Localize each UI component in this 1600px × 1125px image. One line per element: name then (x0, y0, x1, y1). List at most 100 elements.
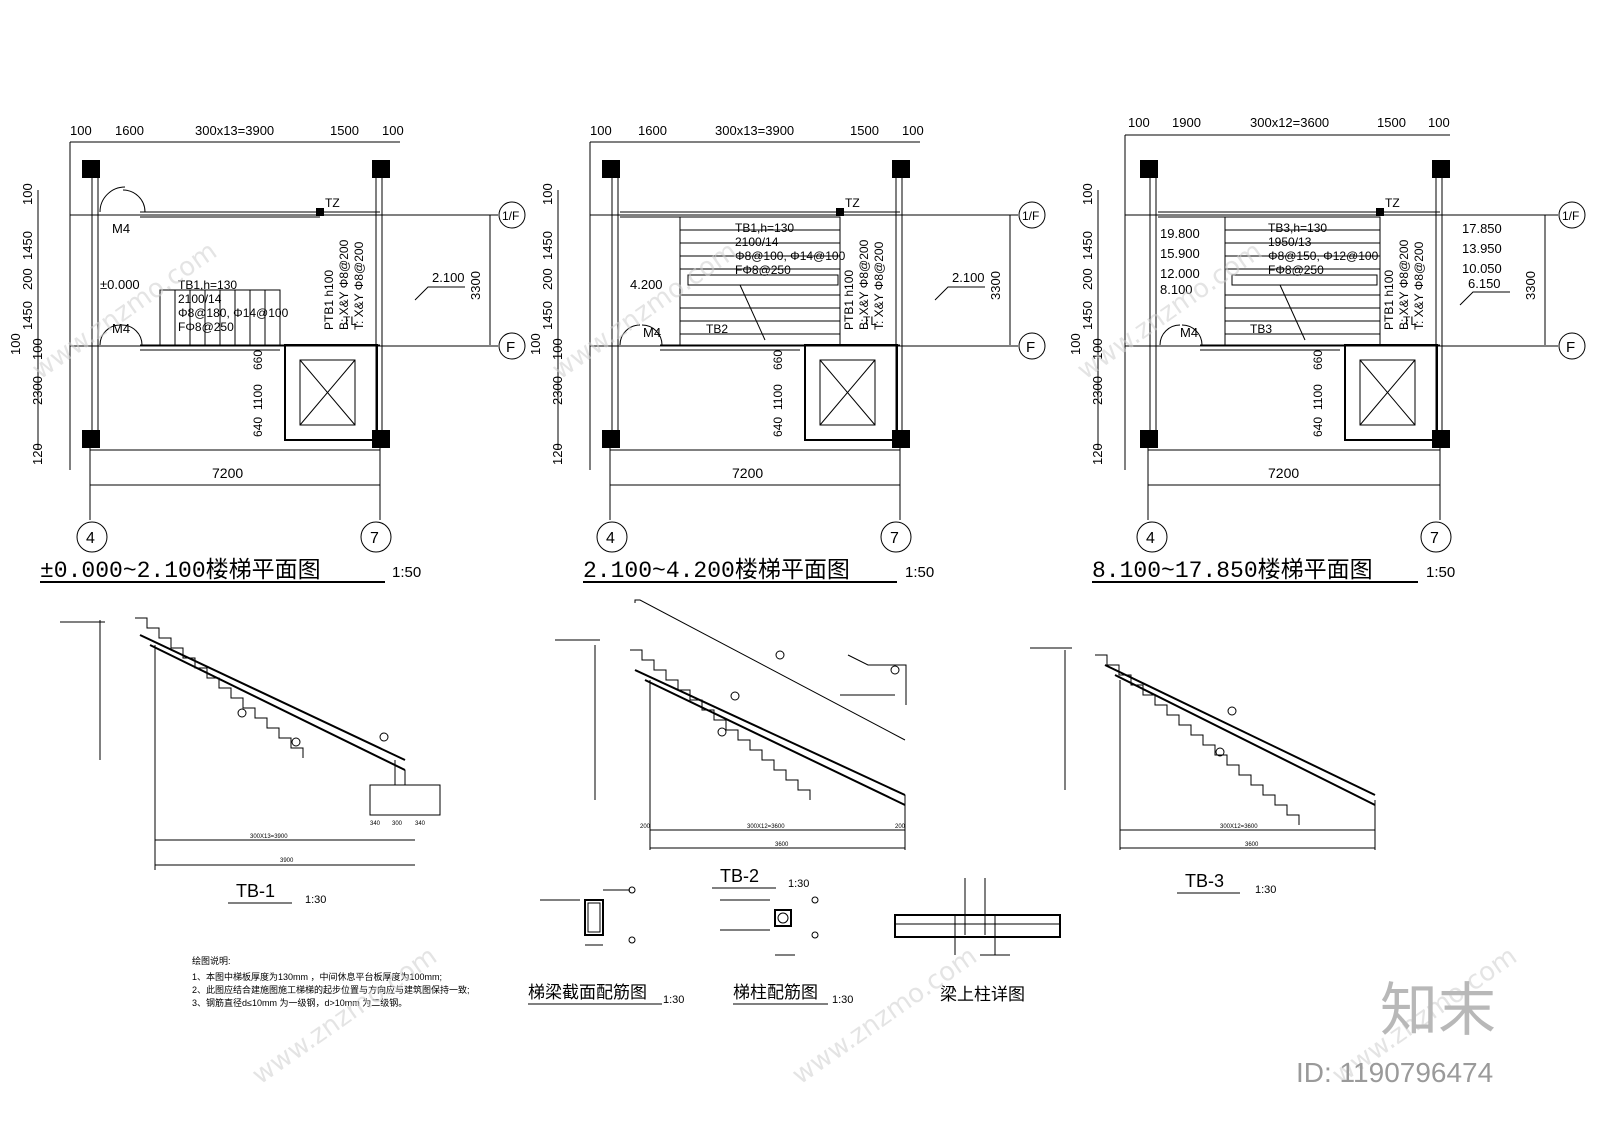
tb2-small-dim-1: 200 (640, 824, 651, 830)
plan2-axis-mid: F (1026, 339, 1035, 356)
section-tb-3: 300X12=3600 3600 TB-3 1:30 (1030, 647, 1376, 896)
plan1-top-dim-2: 1600 (115, 123, 144, 138)
plan2-axis-top: 1/F (1022, 209, 1039, 223)
plan1-left-dim-8: 120 (30, 443, 45, 465)
watermark-site: www.znzmo.com (247, 941, 443, 1091)
plan3-right-dim: 3300 (1523, 271, 1538, 300)
plan2-tb-tag: TB2 (706, 322, 728, 336)
plan2-ptb-note-2: B: X&Y Φ8@200 (857, 239, 871, 330)
plan3-tb-note-2: 1950/13 (1268, 235, 1312, 249)
plan2-tb-note-2: 2100/14 (735, 235, 779, 249)
plan3-left-dim-8: 120 (1090, 443, 1105, 465)
plan-3: 100 1900 300x12=3600 1500 100 19.800 15.… (1068, 115, 1586, 584)
tb1-scale: 1:30 (305, 894, 326, 906)
section-tb-1: 300X13=3900 3900 340 300 340 TB-1 1:30 (60, 617, 441, 906)
tb2-scale: 1:30 (788, 878, 809, 890)
plan1-column (82, 160, 100, 178)
plan3-elev-left-1: 19.800 (1160, 226, 1200, 241)
plan2-axis-left: 4 (606, 530, 615, 547)
plan3-tz: TZ (1385, 196, 1400, 210)
plan1-column (372, 160, 390, 178)
plan3-left-dim-5: 100 (1068, 333, 1083, 355)
tb1-dim-1: 300X13=3900 (250, 834, 288, 840)
plan3-tl: TL (1403, 314, 1417, 328)
plan3-ptb-note-1: PTB1 h100 (1382, 270, 1396, 330)
section-tb-2: 300X12=3600 3600 200 200 TB-2 1:30 (555, 599, 907, 890)
plan2-tz: TZ (845, 196, 860, 210)
plan3-bottom-dim: 7200 (1268, 465, 1299, 481)
plan1-room-tag-1: M4 (112, 221, 130, 236)
detail-beam-section: 梯梁截面配筋图 1:30 (528, 886, 684, 1006)
plan3-scale: 1:50 (1426, 564, 1455, 581)
plan1-axis-mid: F (506, 339, 515, 356)
plan3-axis-top: 1/F (1562, 209, 1579, 223)
plan1-tl: TL (343, 314, 357, 328)
plan2-room-tag: M4 (643, 325, 661, 340)
plan1-top-dim-5: 100 (382, 123, 404, 138)
plan1-elev-left: ±0.000 (100, 277, 140, 292)
plan2-tl: TL (863, 314, 877, 328)
plan2-elev-left: 4.200 (630, 277, 663, 292)
plan1-column (82, 430, 100, 448)
tb1-small-dim-2: 300 (392, 821, 403, 827)
plan3-top-dim-5: 100 (1428, 115, 1450, 130)
plan1-scale: 1:50 (392, 564, 421, 581)
watermark-brand: 知末 (1380, 976, 1496, 1044)
plan2-top-dim-5: 100 (902, 123, 924, 138)
plan3-ptb-note-2: B: X&Y Φ8@200 (1397, 239, 1411, 330)
plan1-tb-note-3: Φ8@180, Φ14@100 (178, 306, 289, 320)
tb1-small-dim-1: 340 (370, 821, 381, 827)
plan2-elev-mid-2: 1100 (771, 384, 785, 410)
watermark-site: www.znzmo.com (787, 941, 983, 1091)
plan1-top-dim-4: 1500 (330, 123, 359, 138)
plan3-left-dim-1: 100 (1080, 183, 1095, 205)
tb2-dim-1: 300X12=3600 (747, 824, 785, 830)
plan1-left-dim-2: 1450 (20, 231, 35, 260)
plan2-ptb-note-1: PTB1 h100 (842, 270, 856, 330)
plan2-top-dim-2: 1600 (638, 123, 667, 138)
plan-2: 100 1600 300x13=3900 1500 100 TB1,h=130 … (528, 123, 1046, 584)
plan2-tb-note-4: FΦ8@250 (735, 263, 791, 277)
plan2-left-dim-4: 1450 (540, 301, 555, 330)
plan2-scale: 1:50 (905, 564, 934, 581)
notes-heading: 绘图说明: (192, 955, 231, 966)
plan3-tb-note-1: TB3,h=130 (1268, 221, 1327, 235)
plan3-tb-note-3: Φ8@150, Φ12@100 (1268, 249, 1379, 263)
plan1-ptb-note-1: PTB1 h100 (322, 270, 336, 330)
plan1-top-dim-1: 100 (70, 123, 92, 138)
plan3-axis-mid: F (1566, 339, 1575, 356)
plan3-top-dim-2: 1900 (1172, 115, 1201, 130)
tb1-small-dim-3: 340 (415, 821, 426, 827)
plan1-left-dim-1: 100 (20, 183, 35, 205)
plan2-bottom-dim: 7200 (732, 465, 763, 481)
plan2-left-dim-3: 200 (540, 268, 555, 290)
plan1-left-dim-3: 200 (20, 268, 35, 290)
plan3-room-tag: M4 (1180, 325, 1198, 340)
plan3-elev-left-4: 8.100 (1160, 282, 1193, 297)
plan1-elev-mid-3: 640 (251, 417, 265, 437)
plan1-left-dim-4: 1450 (20, 301, 35, 330)
tb3-dim-1: 300X12=3600 (1220, 824, 1258, 830)
tb3-dim-2: 3600 (1245, 842, 1259, 848)
plan2-elev-right: 2.100 (952, 270, 985, 285)
detail-column-on-beam: 梁上柱详图 (894, 878, 1061, 1004)
detail-column-rebar: 梯柱配筋图 1:30 (720, 896, 853, 1006)
plan3-elev-mid-2: 1100 (1311, 384, 1325, 410)
plan2-top-dim-4: 1500 (850, 123, 879, 138)
plan2-left-dim-1: 100 (540, 183, 555, 205)
plan3-top-dim-3: 300x12=3600 (1250, 115, 1329, 130)
plan1-tb-note-2: 2100/14 (178, 292, 222, 306)
plan2-elev-mid-3: 640 (771, 417, 785, 437)
detail-1-title: 梯梁截面配筋图 (528, 983, 647, 1002)
plan2-right-dim: 3300 (988, 271, 1003, 300)
plan2-tb-note-1: TB1,h=130 (735, 221, 794, 235)
plan1-room-tag-2: M4 (112, 321, 130, 336)
plan3-left-dim-2: 1450 (1080, 231, 1095, 260)
plan3-elev-right-4: 6.150 (1468, 276, 1501, 291)
watermark-site: www.znzmo.com (547, 236, 743, 386)
plan3-left-dim-3: 200 (1080, 268, 1095, 290)
plan2-axis-right: 7 (890, 530, 899, 547)
detail-1-scale: 1:30 (663, 994, 684, 1006)
plan3-axis-right: 7 (1430, 530, 1439, 547)
